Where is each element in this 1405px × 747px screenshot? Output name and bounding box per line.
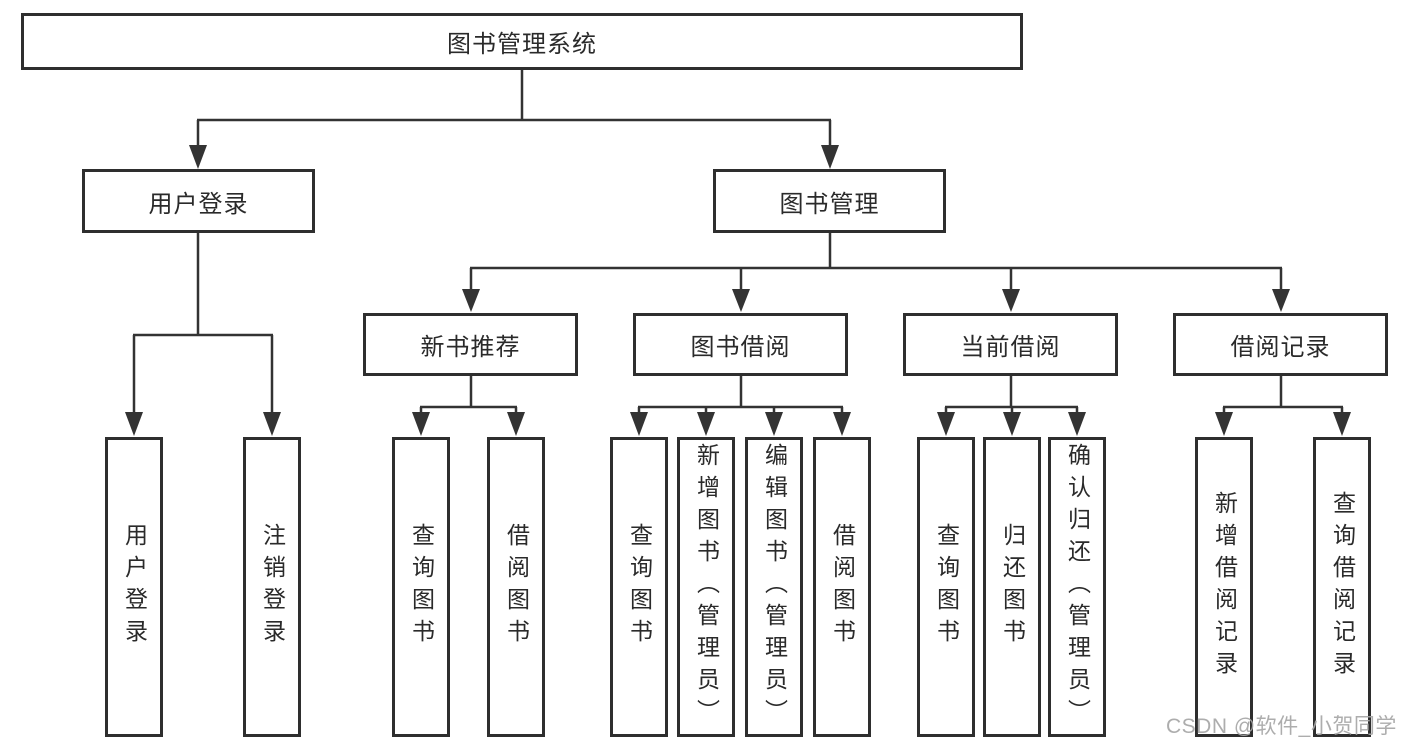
node-label: 当前借阅 [960,334,1061,361]
leaf-label: 注销登录 [259,523,286,651]
leaf-label: 新增借阅记录 [1211,491,1238,683]
leaf-query-books-current: 查询图书 [917,437,975,737]
leaf-label: 借阅图书 [829,523,856,651]
leaf-user-login: 用户登录 [105,437,163,737]
node-label: 借阅记录 [1230,334,1331,361]
leaf-edit-books-admin: 编辑图书（管理员） [745,437,803,737]
connector-records-to-leaves [1215,376,1351,436]
leaf-borrow-books-recommend: 借阅图书 [487,437,545,737]
node-current-borrow: 当前借阅 [903,313,1118,376]
connector-current-to-leaves [937,376,1086,436]
csdn-watermark: CSDN @软件_小贺同学 [1166,715,1397,738]
node-book-borrow: 图书借阅 [633,313,848,376]
node-label: 图书管理 [779,190,880,218]
node-borrow-records: 借阅记录 [1173,313,1388,376]
node-root-system: 图书管理系统 [21,13,1023,70]
connector-bookmgmt-to-level3 [462,233,1290,312]
node-book-management: 图书管理 [713,169,946,233]
leaf-label: 查询图书 [408,523,435,651]
leaf-add-books-admin: 新增图书（管理员） [677,437,735,737]
leaf-label: 查询借阅记录 [1329,491,1356,683]
leaf-label: 确认归还（管理员） [1064,443,1091,731]
leaf-logout: 注销登录 [243,437,301,737]
node-new-book-recommend: 新书推荐 [363,313,578,376]
leaf-borrow-books: 借阅图书 [813,437,871,737]
leaf-label: 用户登录 [121,523,148,651]
node-label: 图书借阅 [690,334,791,361]
leaf-label: 归还图书 [999,523,1026,651]
connector-borrow-to-leaves [630,376,851,436]
connector-newbooks-to-leaves [412,376,525,436]
leaf-add-borrow-record: 新增借阅记录 [1195,437,1253,737]
leaf-query-borrow-record: 查询借阅记录 [1313,437,1371,737]
node-label: 新书推荐 [420,334,521,361]
connector-root-to-level2 [189,70,839,169]
leaf-return-books: 归还图书 [983,437,1041,737]
node-label: 用户登录 [148,190,249,218]
connector-userlogin-to-leaves [125,233,281,436]
leaf-label: 借阅图书 [503,523,530,651]
leaf-confirm-return-admin: 确认归还（管理员） [1048,437,1106,737]
node-user-login: 用户登录 [82,169,315,233]
leaf-query-books-recommend: 查询图书 [392,437,450,737]
leaf-query-books-borrow: 查询图书 [610,437,668,737]
node-label: 图书管理系统 [447,31,597,58]
leaf-label: 查询图书 [626,523,653,651]
leaf-label: 新增图书（管理员） [693,443,720,731]
leaf-label: 查询图书 [933,523,960,651]
leaf-label: 编辑图书（管理员） [761,443,788,731]
